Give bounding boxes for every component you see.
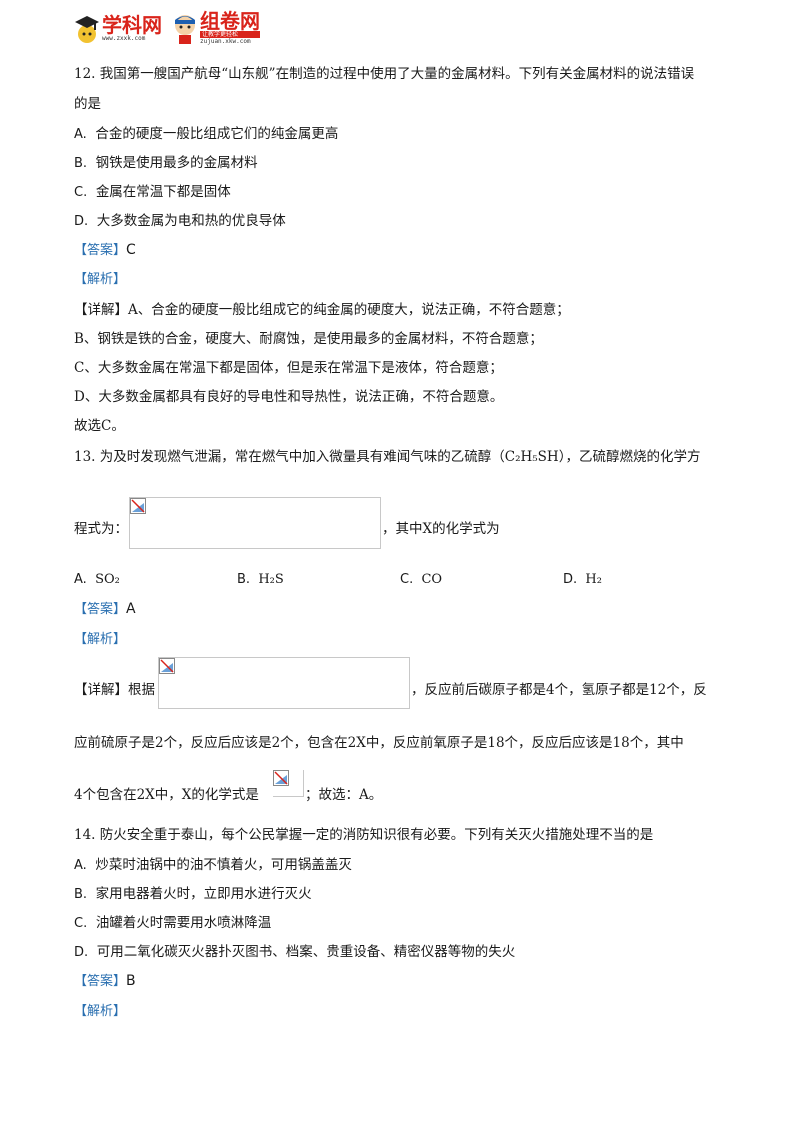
q13-option-b: B. H₂S	[237, 570, 284, 590]
q13-detail-line3-pre: 4个包含在2X中，X的化学式是	[74, 787, 259, 803]
q13-stem-line2-post: ，其中X的化学式为	[382, 521, 500, 537]
option-text: 合金的硬度一般比组成它们的纯金属更高	[95, 126, 339, 142]
logo-xuekewang-name: 学科网	[102, 12, 162, 37]
q12-detail-line4: D、大多数金属都具有良好的导电性和导热性，说法正确，不符合题意。	[74, 389, 504, 405]
q14-option-a: A. 炒菜时油锅中的油不慎着火，可用锅盖盖灭	[74, 855, 352, 876]
q12-option-b: B. 钢铁是使用最多的金属材料	[74, 153, 258, 174]
q14-answer: 【答案】B	[74, 971, 136, 992]
q12-detail-line1: 【详解】A、合金的硬度一般比组成它的纯金属的硬度大，说法正确，不符合题意；	[74, 302, 570, 318]
equation-image-placeholder	[158, 657, 410, 709]
logo-zujuanwang-name: 组卷网	[200, 9, 260, 33]
q13-stem-line2-pre: 程式为：	[74, 521, 128, 537]
formula-image-placeholder	[273, 770, 304, 797]
option-label: B.	[237, 572, 251, 587]
answer-value: B	[126, 973, 136, 989]
option-text: 钢铁是使用最多的金属材料	[95, 155, 258, 171]
option-label: C.	[400, 572, 414, 587]
logo-xuekewang-url: www.zxxk.com	[102, 34, 146, 42]
q14-option-d: D. 可用二氧化碳灭火器扑灭图书、档案、贵重设备、精密仪器等物的失火	[74, 942, 515, 963]
option-label: A.	[74, 858, 87, 873]
q12-stem-line1: 12. 我国第一艘国产航母“山东舰”在制造的过程中使用了大量的金属材料。下列有关…	[74, 66, 695, 82]
answer-tag: 【答案】	[74, 974, 127, 989]
option-text: SO₂	[95, 572, 120, 587]
equation-image-placeholder	[129, 497, 381, 549]
q12-detail-line2: B、钢铁是铁的合金，硬度大、耐腐蚀，是使用最多的金属材料，不符合题意；	[74, 331, 543, 347]
answer-value: C	[126, 242, 136, 258]
q12-option-a: A. 合金的硬度一般比组成它们的纯金属更高	[74, 124, 338, 145]
option-text: 油罐着火时需要用水喷淋降温	[95, 915, 272, 931]
option-label: C.	[74, 916, 88, 931]
option-label: D.	[74, 945, 89, 960]
answer-tag: 【答案】	[74, 602, 127, 617]
q14-stem-line1: 14. 防火安全重于泰山，每个公民掌握一定的消防知识很有必要。下列有关灭火措施处…	[74, 827, 654, 843]
graduation-cap-icon	[75, 16, 99, 43]
logo-zujuanwang: 组卷网 让教学更轻松 zujuan.xkw.com	[172, 10, 260, 46]
answer-value: A	[126, 601, 136, 617]
q13-option-a: A. SO₂	[74, 570, 120, 590]
q13-detail-pre: 【详解】根据	[74, 682, 155, 698]
q13-option-d: D. H₂	[563, 570, 602, 590]
logo-xuekewang: 学科网 www.zxxk.com	[74, 10, 162, 46]
analysis-tag: 【解析】	[74, 1004, 127, 1019]
q13-answer: 【答案】A	[74, 599, 136, 620]
q14-option-c: C. 油罐着火时需要用水喷淋降温	[74, 913, 271, 934]
option-text: H₂	[585, 572, 602, 587]
analysis-tag: 【解析】	[74, 632, 127, 647]
option-label: A.	[74, 127, 87, 142]
boy-mascot-icon	[175, 15, 195, 44]
broken-image-icon	[159, 658, 175, 674]
q14-option-b: B. 家用电器着火时，立即用水进行灭火	[74, 884, 312, 905]
answer-tag: 【答案】	[74, 243, 127, 258]
option-text: 大多数金属为电和热的优良导体	[96, 213, 286, 229]
q13-analysis: 【解析】	[74, 629, 126, 650]
option-text: CO	[421, 572, 443, 587]
option-text: 炒菜时油锅中的油不慎着火，可用锅盖盖灭	[95, 857, 352, 873]
q12-analysis: 【解析】	[74, 269, 126, 290]
option-text: 家用电器着火时，立即用水进行灭火	[95, 886, 312, 902]
q13-option-c: C. CO	[400, 570, 442, 590]
analysis-tag: 【解析】	[74, 272, 127, 287]
option-text: 可用二氧化碳灭火器扑灭图书、档案、贵重设备、精密仪器等物的失火	[96, 944, 516, 960]
option-label: A.	[74, 572, 87, 587]
q13-detail-line2: 应前硫原子是2个，反应后应该是2个，包含在2X中，反应前氧原子是18个，反应后应…	[74, 735, 684, 751]
q12-answer: 【答案】C	[74, 240, 136, 261]
logo-zujuanwang-url: zujuan.xkw.com	[200, 38, 251, 45]
q13-stem-line1: 13. 为及时发现燃气泄漏，常在燃气中加入微量具有难闻气味的乙硫醇（C₂H₅SH…	[74, 449, 701, 465]
q12-detail-line5: 故选C。	[74, 418, 125, 434]
option-label: C.	[74, 185, 88, 200]
option-label: D.	[563, 572, 578, 587]
q12-detail-line3: C、大多数金属在常温下都是固体，但是汞在常温下是液体，符合题意；	[74, 360, 503, 376]
logo-zujuanwang-slogan: 让教学更轻松	[200, 31, 260, 38]
option-label: B.	[74, 887, 88, 902]
option-text: 金属在常温下都是固体	[95, 184, 231, 200]
q13-detail-post: ，反应前后碳原子都是4个，氢原子都是12个，反	[411, 682, 707, 698]
option-label: D.	[74, 214, 89, 229]
broken-image-icon	[130, 498, 146, 514]
option-text: H₂S	[258, 572, 284, 587]
q14-analysis: 【解析】	[74, 1001, 126, 1022]
q12-option-d: D. 大多数金属为电和热的优良导体	[74, 211, 286, 232]
q12-stem-line2: 的是	[74, 96, 101, 112]
option-label: B.	[74, 156, 88, 171]
broken-image-icon	[273, 770, 289, 786]
q13-detail-line3-post: ；故选：A。	[305, 787, 383, 803]
q12-option-c: C. 金属在常温下都是固体	[74, 182, 231, 203]
